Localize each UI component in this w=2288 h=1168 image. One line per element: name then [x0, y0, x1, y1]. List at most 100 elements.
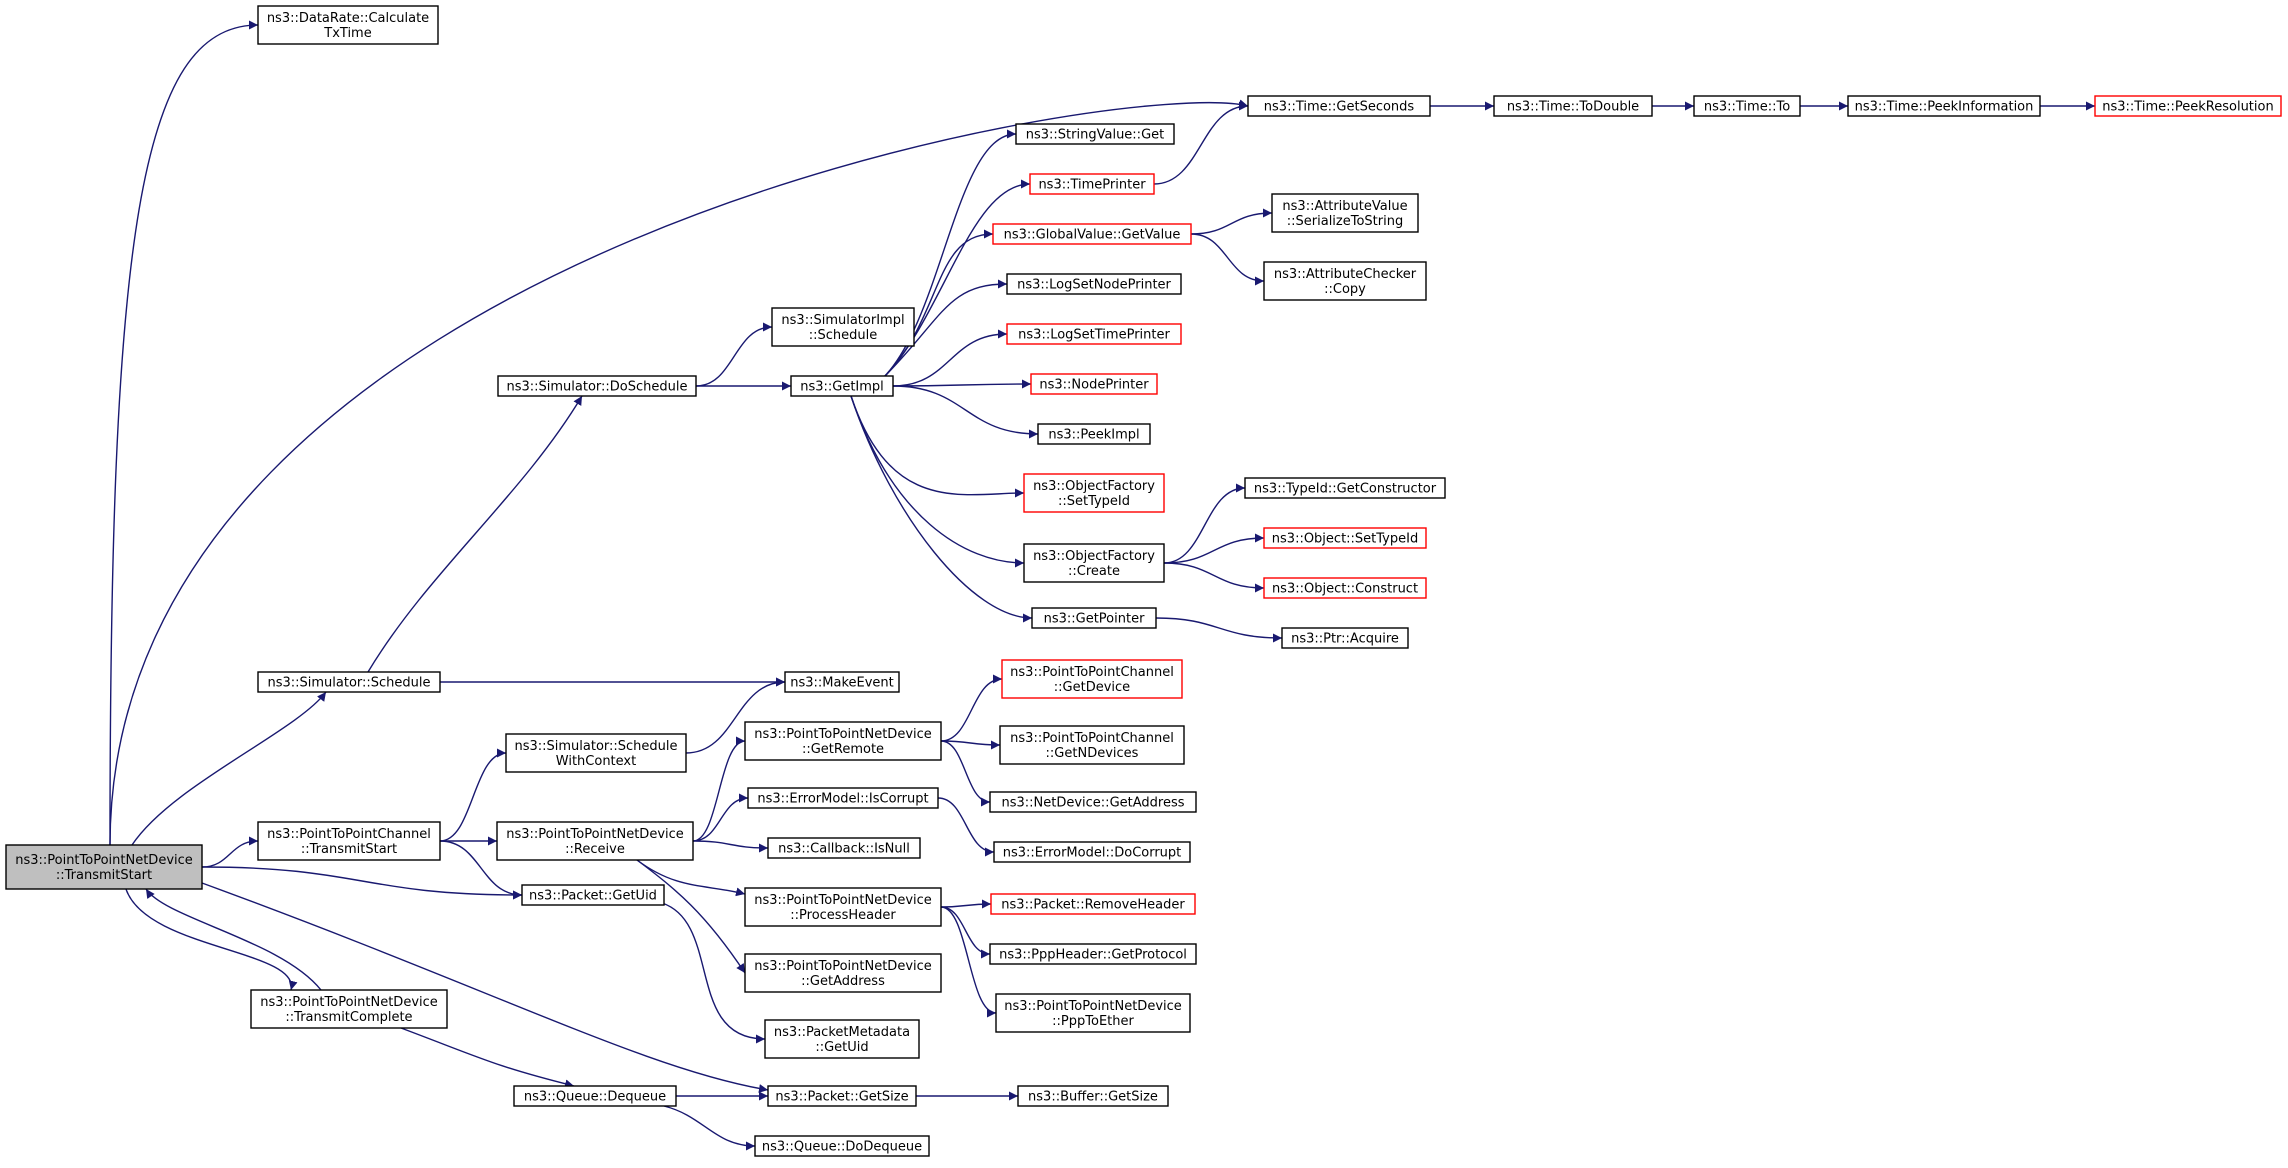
node-root[interactable]: ns3::PointToPointNetDevice::TransmitStar… [5, 844, 203, 890]
node-bufgetsize[interactable]: ns3::Buffer::GetSize [1017, 1085, 1169, 1107]
node-label: ::GetDevice [1054, 680, 1130, 695]
node-peekinfo[interactable]: ns3::Time::PeekInformation [1847, 95, 2041, 117]
node-pktgetuid[interactable]: ns3::Packet::GetUid [521, 884, 665, 906]
node-objconstruct[interactable]: ns3::Object::Construct [1263, 577, 1427, 599]
node-label: ns3::ObjectFactory [1033, 549, 1155, 564]
node-label: ns3::PointToPointNetDevice [754, 893, 932, 908]
node-label: ns3::NetDevice::GetAddress [1001, 796, 1184, 811]
node-label: ns3::PacketMetadata [774, 1025, 910, 1040]
node-tidgetctor[interactable]: ns3::TypeId::GetConstructor [1244, 477, 1446, 499]
edge-root-to-pktgetuid [201, 866, 523, 900]
node-label: ns3::Object::SetTypeId [1272, 532, 1418, 547]
node-label: ::Receive [565, 842, 625, 857]
node-getseconds[interactable]: ns3::Time::GetSeconds [1247, 95, 1431, 117]
node-gvgetvalue[interactable]: ns3::GlobalValue::GetValue [992, 223, 1192, 245]
node-pktgetsize[interactable]: ns3::Packet::GetSize [767, 1085, 917, 1107]
node-stringget[interactable]: ns3::StringValue::Get [1015, 123, 1175, 145]
node-label: ::GetRemote [802, 742, 884, 757]
node-makeevent[interactable]: ns3::MakeEvent [784, 671, 900, 693]
node-ofsettypeid[interactable]: ns3::ObjectFactory::SetTypeId [1023, 473, 1165, 513]
node-dequeue[interactable]: ns3::Queue::Dequeue [513, 1085, 677, 1107]
node-txcomplete[interactable]: ns3::PointToPointNetDevice::TransmitComp… [250, 989, 448, 1029]
node-label: ns3::Time::ToDouble [1507, 100, 1639, 115]
edge-root-to-calctx [109, 20, 259, 846]
edge-iscorrupt-to-docorrupt [937, 797, 995, 857]
node-timeprinter[interactable]: ns3::TimePrinter [1029, 173, 1155, 195]
node-chgetndev[interactable]: ns3::PointToPointChannel::GetNDevices [999, 725, 1185, 765]
node-label: ns3::TimePrinter [1038, 178, 1146, 193]
edge-root-to-schedule [131, 691, 327, 846]
node-label: ::TransmitComplete [285, 1010, 412, 1025]
edge-getimpl-to-ofsettypeid [850, 395, 1025, 498]
node-simimplsched[interactable]: ns3::SimulatorImpl::Schedule [771, 307, 915, 347]
node-schedule[interactable]: ns3::Simulator::Schedule [257, 671, 441, 693]
node-objsettypeid[interactable]: ns3::Object::SetTypeId [1263, 527, 1427, 549]
node-label: ns3::ErrorModel::DoCorrupt [1003, 846, 1182, 861]
node-box [1263, 261, 1427, 301]
node-doschedule[interactable]: ns3::Simulator::DoSchedule [497, 375, 697, 397]
node-layer: ns3::PointToPointNetDevice::TransmitStar… [5, 5, 2282, 1157]
node-label: ns3::PointToPointNetDevice [1004, 999, 1182, 1014]
node-chgetdevice[interactable]: ns3::PointToPointChannel::GetDevice [1001, 659, 1183, 699]
node-label: ns3::GetImpl [800, 380, 884, 395]
node-label: ::SetTypeId [1058, 494, 1130, 509]
node-ofcreate[interactable]: ns3::ObjectFactory::Create [1023, 543, 1165, 583]
node-isnull[interactable]: ns3::Callback::IsNull [767, 837, 921, 859]
node-label: ns3::Buffer::GetSize [1028, 1090, 1158, 1105]
edge-ofcreate-to-objsettypeid [1163, 533, 1265, 564]
node-box [989, 791, 1197, 813]
node-getpointer[interactable]: ns3::GetPointer [1031, 607, 1157, 629]
edge-getpointer-to-ptracquire [1155, 617, 1283, 643]
node-pmgetuid[interactable]: ns3::PacketMetadata::GetUid [764, 1019, 920, 1059]
node-box [990, 893, 1196, 915]
node-label: ns3::Object::Construct [1272, 582, 1418, 597]
node-nodeprinter[interactable]: ns3::NodePrinter [1030, 373, 1158, 395]
node-label: ::Schedule [809, 328, 878, 343]
node-getremote[interactable]: ns3::PointToPointNetDevice::GetRemote [744, 721, 942, 761]
edge-getimpl-to-nodeprinter [892, 379, 1032, 389]
node-todouble[interactable]: ns3::Time::ToDouble [1493, 95, 1653, 117]
node-prochdr[interactable]: ns3::PointToPointNetDevice::ProcessHeade… [744, 887, 942, 927]
edge-root-to-getseconds [109, 99, 1249, 846]
node-iscorrupt[interactable]: ns3::ErrorModel::IsCorrupt [747, 787, 939, 809]
node-docorrupt[interactable]: ns3::ErrorModel::DoCorrupt [993, 841, 1191, 863]
edge-receive-to-getremote [692, 736, 746, 842]
node-ptracquire[interactable]: ns3::Ptr::Acquire [1281, 627, 1409, 649]
node-removehdr[interactable]: ns3::Packet::RemoveHeader [990, 893, 1196, 915]
node-box [5, 844, 203, 890]
node-label: ::ProcessHeader [790, 908, 896, 923]
node-avser[interactable]: ns3::AttributeValue::SerializeToString [1271, 193, 1419, 233]
node-accopy[interactable]: ns3::AttributeChecker::Copy [1263, 261, 1427, 301]
node-to[interactable]: ns3::Time::To [1693, 95, 1801, 117]
node-box [496, 821, 694, 861]
node-ndgetaddr[interactable]: ns3::NetDevice::GetAddress [989, 791, 1197, 813]
node-logtime[interactable]: ns3::LogSetTimePrinter [1006, 323, 1182, 345]
node-box [1023, 543, 1165, 583]
node-label: ns3::Time::To [1704, 100, 1790, 115]
node-receive[interactable]: ns3::PointToPointNetDevice::Receive [496, 821, 694, 861]
node-lognode[interactable]: ns3::LogSetNodePrinter [1006, 273, 1182, 295]
node-box [744, 721, 942, 761]
node-p2pgetaddr[interactable]: ns3::PointToPointNetDevice::GetAddress [744, 953, 942, 993]
node-pppgetproto[interactable]: ns3::PppHeader::GetProtocol [989, 943, 1197, 965]
node-label: ::TransmitStart [301, 842, 397, 857]
node-box [767, 1085, 917, 1107]
node-chtxstart[interactable]: ns3::PointToPointChannel::TransmitStart [257, 821, 441, 861]
node-ppptoether[interactable]: ns3::PointToPointNetDevice::PppToEther [995, 993, 1191, 1033]
node-getimpl[interactable]: ns3::GetImpl [790, 375, 894, 397]
node-box [1247, 95, 1431, 117]
node-label: ns3::Packet::RemoveHeader [1001, 898, 1185, 913]
node-peekres[interactable]: ns3::Time::PeekResolution [2094, 95, 2282, 117]
node-box [521, 884, 665, 906]
node-peekimpl[interactable]: ns3::PeekImpl [1037, 423, 1151, 445]
node-label: ns3::Time::GetSeconds [1264, 100, 1415, 115]
node-label: ns3::NodePrinter [1039, 378, 1149, 393]
edge-dequeue-to-dodequeue [663, 1105, 756, 1151]
node-label: ::GetAddress [801, 974, 885, 989]
edge-getimpl-to-ofcreate [850, 395, 1025, 568]
node-dodequeue[interactable]: ns3::Queue::DoDequeue [754, 1135, 930, 1157]
node-label: ns3::PppHeader::GetProtocol [999, 948, 1187, 963]
